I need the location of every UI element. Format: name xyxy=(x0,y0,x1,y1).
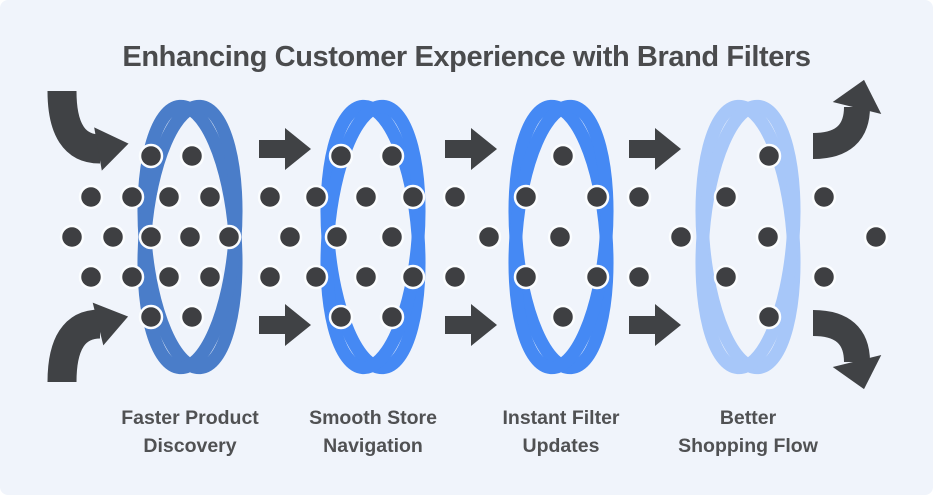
flow-dot xyxy=(811,184,837,210)
flow-dot xyxy=(78,264,104,290)
ring-label-line: Navigation xyxy=(323,435,423,457)
flow-dot xyxy=(353,184,379,210)
flow-dot xyxy=(119,264,145,290)
flow-dot xyxy=(197,184,223,210)
flow-dot xyxy=(442,264,468,290)
flow-dot xyxy=(379,143,405,169)
flow-dot xyxy=(513,184,539,210)
flow-dot xyxy=(550,304,576,330)
flow-right-arrow-icon xyxy=(629,128,681,170)
ring-label-line: Updates xyxy=(522,435,600,457)
flow-dot xyxy=(713,264,739,290)
flow-dot xyxy=(78,184,104,210)
flow-dot xyxy=(400,264,426,290)
flow-dot xyxy=(584,184,610,210)
flow-dot xyxy=(756,143,782,169)
flow-dot xyxy=(513,264,539,290)
flow-dot xyxy=(353,264,379,290)
curved-arrow-head xyxy=(832,354,882,390)
flow-dot xyxy=(216,224,242,250)
ring-label-line: Faster Product xyxy=(121,407,259,429)
flow-dot xyxy=(257,184,283,210)
flow-dot xyxy=(755,224,781,250)
curved-arrow-tail xyxy=(47,309,102,383)
flow-out-bottom-arrow-icon xyxy=(812,310,882,390)
flow-dot xyxy=(379,304,405,330)
flow-dot xyxy=(668,224,694,250)
ring-label-line: Shopping Flow xyxy=(678,435,818,457)
flow-dot xyxy=(303,184,329,210)
flow-right-arrow-icon xyxy=(259,304,311,346)
curved-arrow-head xyxy=(832,79,882,115)
flow-dot xyxy=(138,143,164,169)
flow-dot xyxy=(756,304,782,330)
flow-dot xyxy=(547,224,573,250)
flow-out-top-arrow-icon xyxy=(812,79,882,159)
flow-dot xyxy=(442,184,468,210)
curved-arrow-tail xyxy=(812,106,870,159)
flow-dot xyxy=(476,224,502,250)
ring-ribbon-stroke xyxy=(508,99,614,375)
ring-label-line: Instant Filter xyxy=(502,407,620,429)
flow-right-arrow-icon xyxy=(445,304,497,346)
curved-arrow-head xyxy=(92,302,129,346)
flow-dot xyxy=(277,224,303,250)
flow-dot xyxy=(379,224,405,250)
flow-dot xyxy=(626,184,652,210)
flow-dot xyxy=(324,224,350,250)
flow-in-bottom-arrow-icon xyxy=(47,302,129,383)
flow-dot xyxy=(303,264,329,290)
flow-right-arrow-icon xyxy=(259,128,311,170)
flow-dot xyxy=(100,224,126,250)
flow-dot xyxy=(626,264,652,290)
curved-arrow-head xyxy=(94,127,129,171)
flow-dot xyxy=(863,224,889,250)
flow-dot xyxy=(400,184,426,210)
ring-label-line: Better xyxy=(719,407,777,429)
flow-dot xyxy=(328,304,354,330)
filter-ring-better-shopping-flow xyxy=(695,99,801,375)
flow-dot xyxy=(550,143,576,169)
flow-dot xyxy=(257,264,283,290)
curved-arrow-tail xyxy=(812,310,870,363)
flow-dot xyxy=(328,143,354,169)
flow-dot xyxy=(179,304,205,330)
flow-dot xyxy=(156,264,182,290)
flow-dot xyxy=(138,224,164,250)
filter-ring-instant-filter-updates xyxy=(508,99,614,375)
flow-dot xyxy=(197,264,223,290)
flow-dot xyxy=(179,143,205,169)
flow-dot xyxy=(138,304,164,330)
flow-dot xyxy=(59,224,85,250)
flow-dot xyxy=(713,184,739,210)
ring-label-line: Discovery xyxy=(143,435,237,457)
ring-label-line: Smooth Store xyxy=(309,407,437,429)
flow-dot xyxy=(811,264,837,290)
flow-in-top-arrow-icon xyxy=(47,90,129,171)
flow-dot xyxy=(156,184,182,210)
flow-dot xyxy=(584,264,610,290)
flow-right-arrow-icon xyxy=(629,304,681,346)
curved-arrow-tail xyxy=(47,90,102,164)
flow-dot xyxy=(177,224,203,250)
page-title: Enhancing Customer Experience with Brand… xyxy=(122,41,811,73)
ring-ribbon-stroke xyxy=(695,99,801,375)
flow-dot xyxy=(119,184,145,210)
flow-right-arrow-icon xyxy=(445,128,497,170)
